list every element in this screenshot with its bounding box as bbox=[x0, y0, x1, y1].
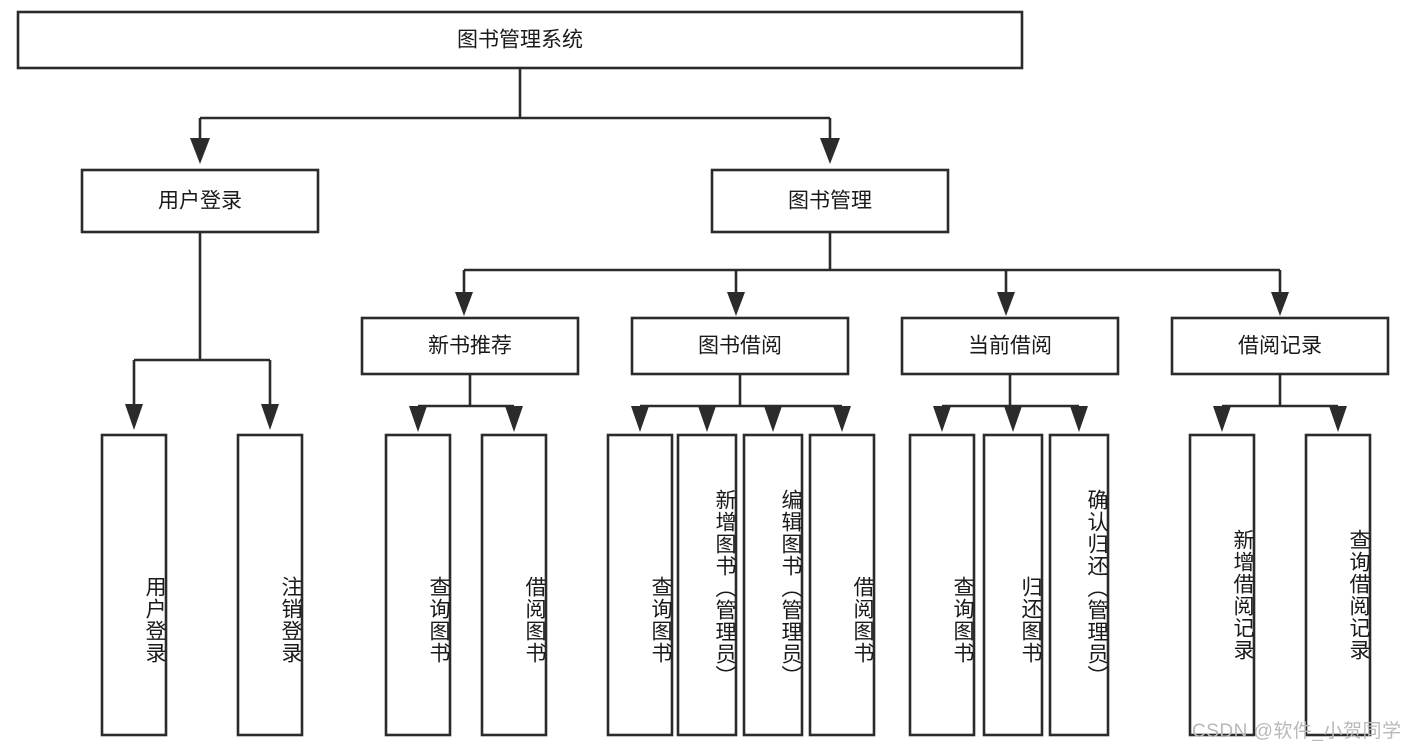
csdn-watermark: CSDN @软件_小贺同学 bbox=[1192, 721, 1402, 742]
connector-group-user-login-to-leaves bbox=[125, 232, 279, 430]
node-borrow-record-box[interactable] bbox=[1170, 316, 1390, 376]
arrow-head-book-borrow bbox=[727, 292, 745, 316]
node-borrow-record-label: 借阅记录 bbox=[1238, 335, 1322, 358]
arrow-head-leaf-query-book-current bbox=[933, 406, 951, 432]
node-leaf-confirm-return-admin-box[interactable] bbox=[1048, 433, 1110, 737]
arrow-head-leaf-logout bbox=[261, 404, 279, 430]
arrow-head-user-login bbox=[190, 138, 210, 164]
node-leaf-query-book-borrow-box[interactable] bbox=[606, 433, 674, 737]
arrow-head-leaf-add-book-admin bbox=[698, 406, 716, 432]
node-book-manage-box[interactable] bbox=[710, 168, 950, 234]
arrow-head-leaf-edit-book-admin bbox=[764, 406, 782, 432]
arrow-head-leaf-borrow-book bbox=[833, 406, 851, 432]
arrow-head-leaf-query-book-borrow bbox=[631, 406, 649, 432]
arrow-head-borrow-record bbox=[1271, 292, 1289, 316]
node-current-borrow[interactable]: 当前借阅 bbox=[900, 316, 1120, 376]
arrow-head-leaf-add-borrow-record bbox=[1213, 406, 1231, 432]
connector-group-current-borrow-to-leaves bbox=[933, 374, 1088, 432]
node-new-book-rec-label: 新书推荐 bbox=[428, 335, 512, 358]
node-leaf-logout-box[interactable] bbox=[236, 433, 304, 737]
arrow-head-book-manage bbox=[820, 138, 840, 164]
node-leaf-add-book-admin-box[interactable] bbox=[676, 433, 738, 737]
arrow-head-leaf-confirm-return-admin bbox=[1070, 406, 1088, 432]
arrow-head-new-book-rec bbox=[455, 292, 473, 316]
connector-group-new-book-rec-to-leaves bbox=[409, 374, 523, 432]
node-root-label: 图书管理系统 bbox=[457, 29, 583, 52]
connector-group-borrow-record-to-leaves bbox=[1213, 374, 1347, 432]
arrow-head-current-borrow bbox=[997, 292, 1015, 316]
node-user-login-box[interactable] bbox=[80, 168, 320, 234]
node-current-borrow-box[interactable] bbox=[900, 316, 1120, 376]
node-leaf-query-book-rec-box[interactable] bbox=[384, 433, 452, 737]
node-root[interactable]: 图书管理系统 bbox=[16, 10, 1024, 70]
node-leaf-edit-book-admin-box[interactable] bbox=[742, 433, 804, 737]
node-leaf-return-book-box[interactable] bbox=[982, 433, 1044, 737]
node-current-borrow-label: 当前借阅 bbox=[968, 335, 1052, 358]
node-new-book-rec-box[interactable] bbox=[360, 316, 580, 376]
connector-group-root-to-level2 bbox=[190, 68, 840, 164]
node-user-login-label: 用户登录 bbox=[158, 190, 242, 213]
node-borrow-record[interactable]: 借阅记录 bbox=[1170, 316, 1390, 376]
node-book-borrow-box[interactable] bbox=[630, 316, 850, 376]
arrow-head-leaf-return-book bbox=[1004, 406, 1022, 432]
arrow-head-leaf-query-borrow-record bbox=[1329, 406, 1347, 432]
connector-group-book-borrow-to-leaves bbox=[631, 374, 851, 432]
node-book-manage[interactable]: 图书管理 bbox=[710, 168, 950, 234]
arrow-head-leaf-user-login bbox=[125, 404, 143, 430]
node-leaf-query-borrow-record-box[interactable] bbox=[1304, 433, 1372, 737]
node-root-box[interactable] bbox=[16, 10, 1024, 70]
node-leaf-user-login-box[interactable] bbox=[100, 433, 168, 737]
node-leaf-borrow-book-rec-box[interactable] bbox=[480, 433, 548, 737]
node-user-login[interactable]: 用户登录 bbox=[80, 168, 320, 234]
node-book-manage-label: 图书管理 bbox=[788, 190, 872, 213]
arrow-head-leaf-borrow-book-rec bbox=[505, 406, 523, 432]
arrow-head-leaf-query-book-rec bbox=[409, 406, 427, 432]
node-new-book-rec[interactable]: 新书推荐 bbox=[360, 316, 580, 376]
node-leaf-add-borrow-record-box[interactable] bbox=[1188, 433, 1256, 737]
node-book-borrow[interactable]: 图书借阅 bbox=[630, 316, 850, 376]
connector-group-book-manage-to-level3 bbox=[455, 232, 1289, 316]
node-leaf-query-book-current-box[interactable] bbox=[908, 433, 976, 737]
node-book-borrow-label: 图书借阅 bbox=[698, 335, 782, 358]
node-leaf-borrow-book-box[interactable] bbox=[808, 433, 876, 737]
